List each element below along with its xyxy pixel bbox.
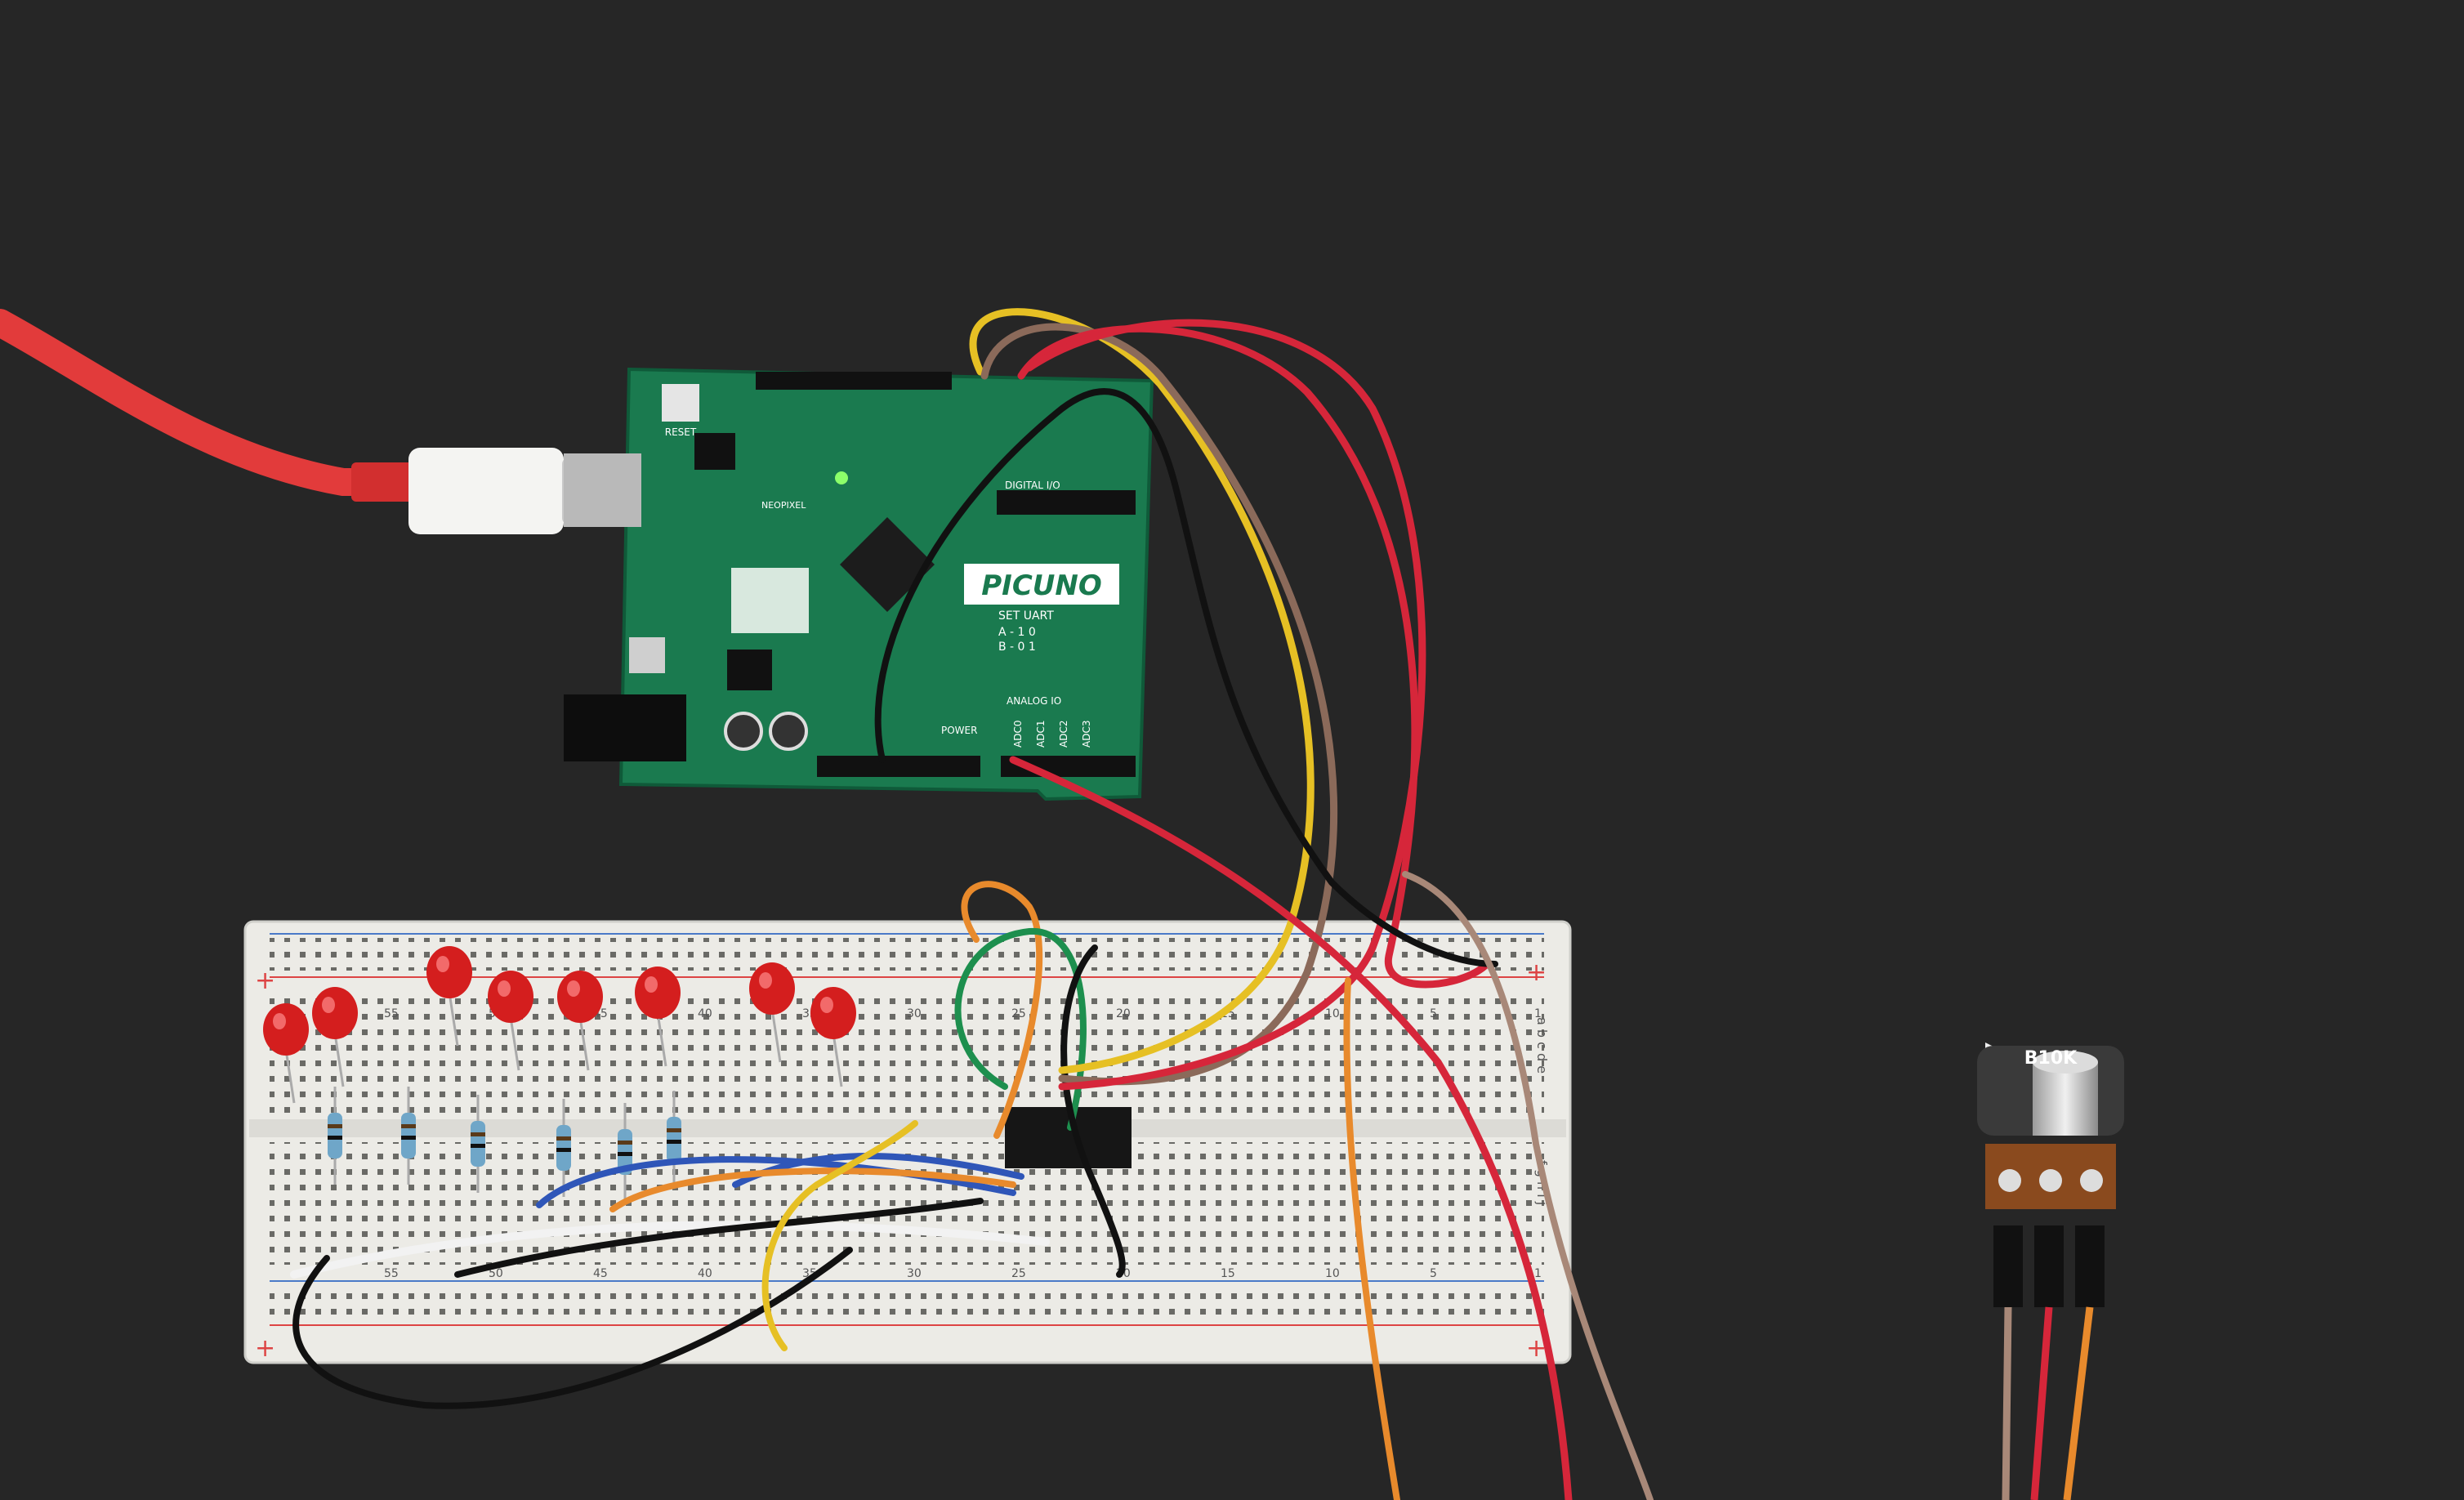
- board-wires: [874, 308, 1654, 1500]
- power-led-icon: [835, 471, 848, 484]
- resistor-2: [401, 1087, 416, 1185]
- regulator-chip: [694, 433, 735, 470]
- column-number: 10: [1325, 1007, 1340, 1020]
- resistors: [328, 1087, 681, 1201]
- set-uart-label: SET UART: [998, 609, 1054, 623]
- led-7: [749, 962, 795, 1063]
- adc-labels: ADC0 ADC1 ADC2 ADC3: [1012, 721, 1092, 748]
- power-label: POWER: [941, 725, 977, 736]
- power-header: [817, 756, 980, 777]
- rail-plus-bottom-left: +: [255, 1334, 275, 1363]
- board-name: PICUNO: [981, 569, 1102, 602]
- column-number: 1: [1534, 1007, 1542, 1020]
- picuno-board: PICUNO RESET SET UART A - 1 0 B - 0 1 AN…: [564, 367, 1154, 801]
- board-name-plate: [964, 564, 1119, 605]
- column-number: 50: [489, 1267, 503, 1280]
- adc-label: ADC2: [1058, 721, 1069, 748]
- rail-plus-right: +: [1526, 958, 1547, 987]
- wire-orange-to-pot: [1343, 977, 1400, 1500]
- resistor-5: [618, 1103, 632, 1201]
- adc-label: ADC1: [1035, 721, 1047, 748]
- led-5: [557, 971, 603, 1071]
- capacitor-1: [724, 712, 763, 751]
- boot-button: [629, 637, 665, 673]
- column-number: 45: [593, 1267, 608, 1280]
- column-number: 55: [384, 1267, 399, 1280]
- wire-green: [954, 927, 1087, 1131]
- pot-label: B10K: [2024, 1048, 2078, 1069]
- reset-label: RESET: [665, 426, 697, 438]
- analog-io-label: ANALOG IO: [1007, 695, 1061, 707]
- resistor-1: [328, 1087, 342, 1185]
- wire-yellow-long: [969, 308, 1315, 1074]
- digital-io-label: DIGITAL I/O: [1005, 480, 1060, 491]
- top-header: [756, 372, 952, 390]
- top-terminal-strip: [270, 993, 1544, 1115]
- wire-black-long: [874, 388, 1498, 967]
- wire-black-breadboard: [454, 1198, 984, 1278]
- led-8: [810, 987, 856, 1087]
- wire-brown-long: [980, 323, 1338, 1086]
- column-number: 40: [698, 1267, 712, 1280]
- led-1: [263, 1003, 309, 1104]
- led-6: [635, 967, 681, 1067]
- column-number: 20: [1116, 1007, 1131, 1020]
- column-number: 25: [1011, 1007, 1026, 1020]
- neopixel-label: NEOPIXEL: [761, 500, 806, 511]
- column-number: 5: [1430, 1267, 1437, 1280]
- wire-black-loop: [292, 1247, 853, 1409]
- wire-orange-loop: [961, 881, 1043, 1139]
- bottom-power-rail: [270, 1287, 1544, 1319]
- uart-a-label: A - 1 0: [998, 626, 1036, 639]
- column-number: 1: [1534, 1267, 1542, 1280]
- shift-register-chip: [1005, 1107, 1132, 1168]
- wire-red-to-pot: [1009, 756, 1573, 1500]
- column-number: 40: [698, 1007, 712, 1020]
- capacitor-2: [769, 712, 808, 751]
- column-number: 30: [907, 1267, 922, 1280]
- digital-io-header: [997, 490, 1136, 515]
- reset-button: [662, 384, 699, 422]
- dc-jack: [564, 694, 686, 761]
- column-number: 5: [1430, 1007, 1437, 1020]
- breadboard-wires: [290, 881, 1126, 1409]
- usb-c-port: [564, 453, 641, 527]
- resistor-4: [556, 1099, 571, 1197]
- adc-label: ADC3: [1081, 721, 1092, 748]
- column-number: 25: [1011, 1267, 1026, 1280]
- pot-shaft: [2033, 1062, 2098, 1136]
- ldo-chip: [727, 650, 772, 690]
- uart-b-label: B - 0 1: [998, 641, 1036, 654]
- resistor-6: [667, 1091, 681, 1189]
- rail-plus-left: +: [255, 967, 275, 995]
- column-number: 15: [1221, 1267, 1235, 1280]
- adc-label: ADC0: [1012, 721, 1024, 748]
- column-number: 55: [384, 1007, 399, 1020]
- leds: [263, 946, 856, 1104]
- led-3: [426, 946, 472, 1047]
- row-letters-top: a b c d e: [1534, 1017, 1550, 1074]
- wire-orange-breadboard: [609, 1167, 1016, 1212]
- wire-white: [290, 1221, 1050, 1279]
- qr-code: [731, 568, 809, 633]
- wire-black-chip: [1060, 944, 1126, 1278]
- column-number: 30: [907, 1007, 922, 1020]
- wire-brown-to-pot: [1402, 871, 1654, 1500]
- resistor-3: [471, 1095, 485, 1193]
- potentiometer: B10K: [1977, 1042, 2124, 1500]
- wire-red-long-2: [1025, 319, 1426, 1091]
- column-number: 10: [1325, 1267, 1340, 1280]
- led-2: [312, 987, 358, 1087]
- wire-yellow-breadboard: [761, 1120, 918, 1351]
- led-4: [488, 971, 533, 1071]
